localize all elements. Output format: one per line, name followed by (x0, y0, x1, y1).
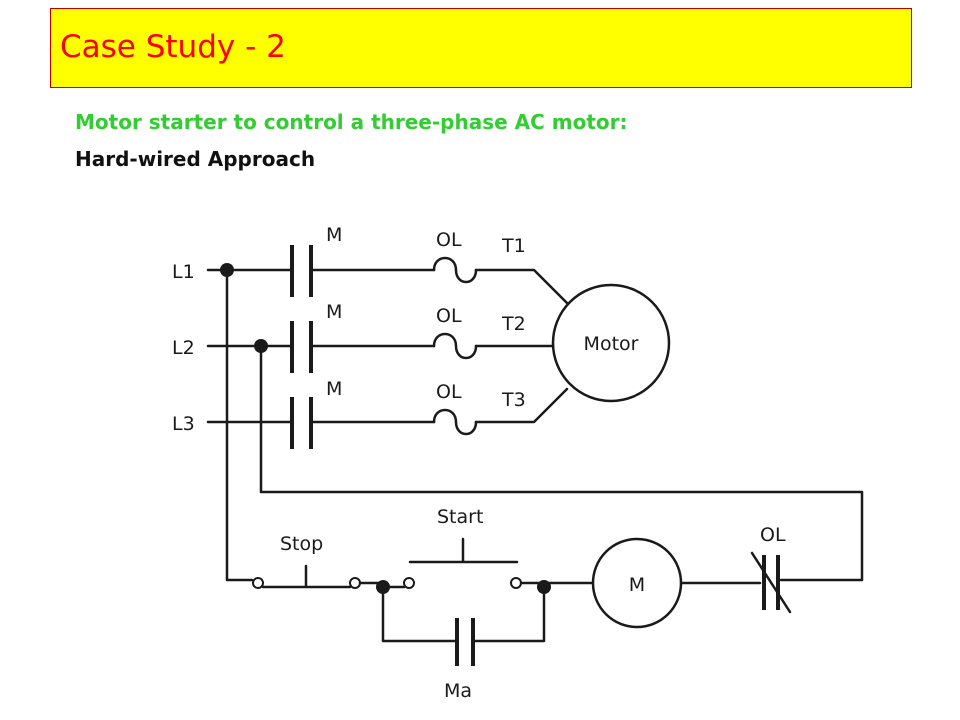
stop-terminal-left (252, 577, 264, 589)
start-pushbutton (408, 537, 519, 564)
stop-terminal-right (349, 577, 361, 589)
title-bar: Case Study - 2 (50, 8, 912, 88)
label-ol-contact: OL (760, 524, 786, 546)
l1-wire (206, 268, 569, 305)
label-t1: T1 (501, 235, 526, 257)
label-l2: L2 (172, 337, 195, 359)
l2-control-tap (259, 344, 864, 582)
ol-nc-contact (762, 555, 780, 610)
subtitle-line-2: Hard-wired Approach (75, 147, 316, 171)
start-terminal-left (403, 577, 415, 589)
label-l1: L1 (172, 261, 195, 283)
main-contacts (290, 245, 313, 449)
label-ol-2: OL (436, 305, 462, 327)
motor-symbol (551, 283, 671, 403)
overload-heaters (432, 256, 478, 436)
label-t3: T3 (501, 389, 526, 411)
slide-title: Case Study - 2 (60, 29, 286, 65)
seal-in-contact (455, 618, 475, 666)
ol-nc-slash (750, 551, 792, 614)
label-contact-m-1: M (326, 224, 342, 246)
l1-junction-dot (220, 263, 234, 277)
label-motor: Motor (584, 333, 639, 355)
l2-junction-dot (254, 339, 268, 353)
seal-in-branch (381, 585, 546, 643)
l1-control-tap (225, 268, 254, 582)
label-ol-3: OL (436, 381, 462, 403)
subtitle-line-1: Motor starter to control a three-phase A… (75, 110, 628, 134)
label-ol-1: OL (436, 229, 462, 251)
label-stop: Stop (280, 533, 323, 555)
label-contact-m-2: M (326, 301, 342, 323)
start-terminal-right (510, 577, 522, 589)
label-t2: T2 (501, 313, 526, 335)
label-contact-m-3: M (326, 378, 342, 400)
label-coil-m: M (629, 574, 645, 596)
label-l3: L3 (172, 413, 195, 435)
label-ma: Ma (444, 680, 472, 702)
l3-wire (206, 387, 569, 424)
stop-pushbutton (261, 564, 352, 589)
label-start: Start (437, 506, 483, 528)
